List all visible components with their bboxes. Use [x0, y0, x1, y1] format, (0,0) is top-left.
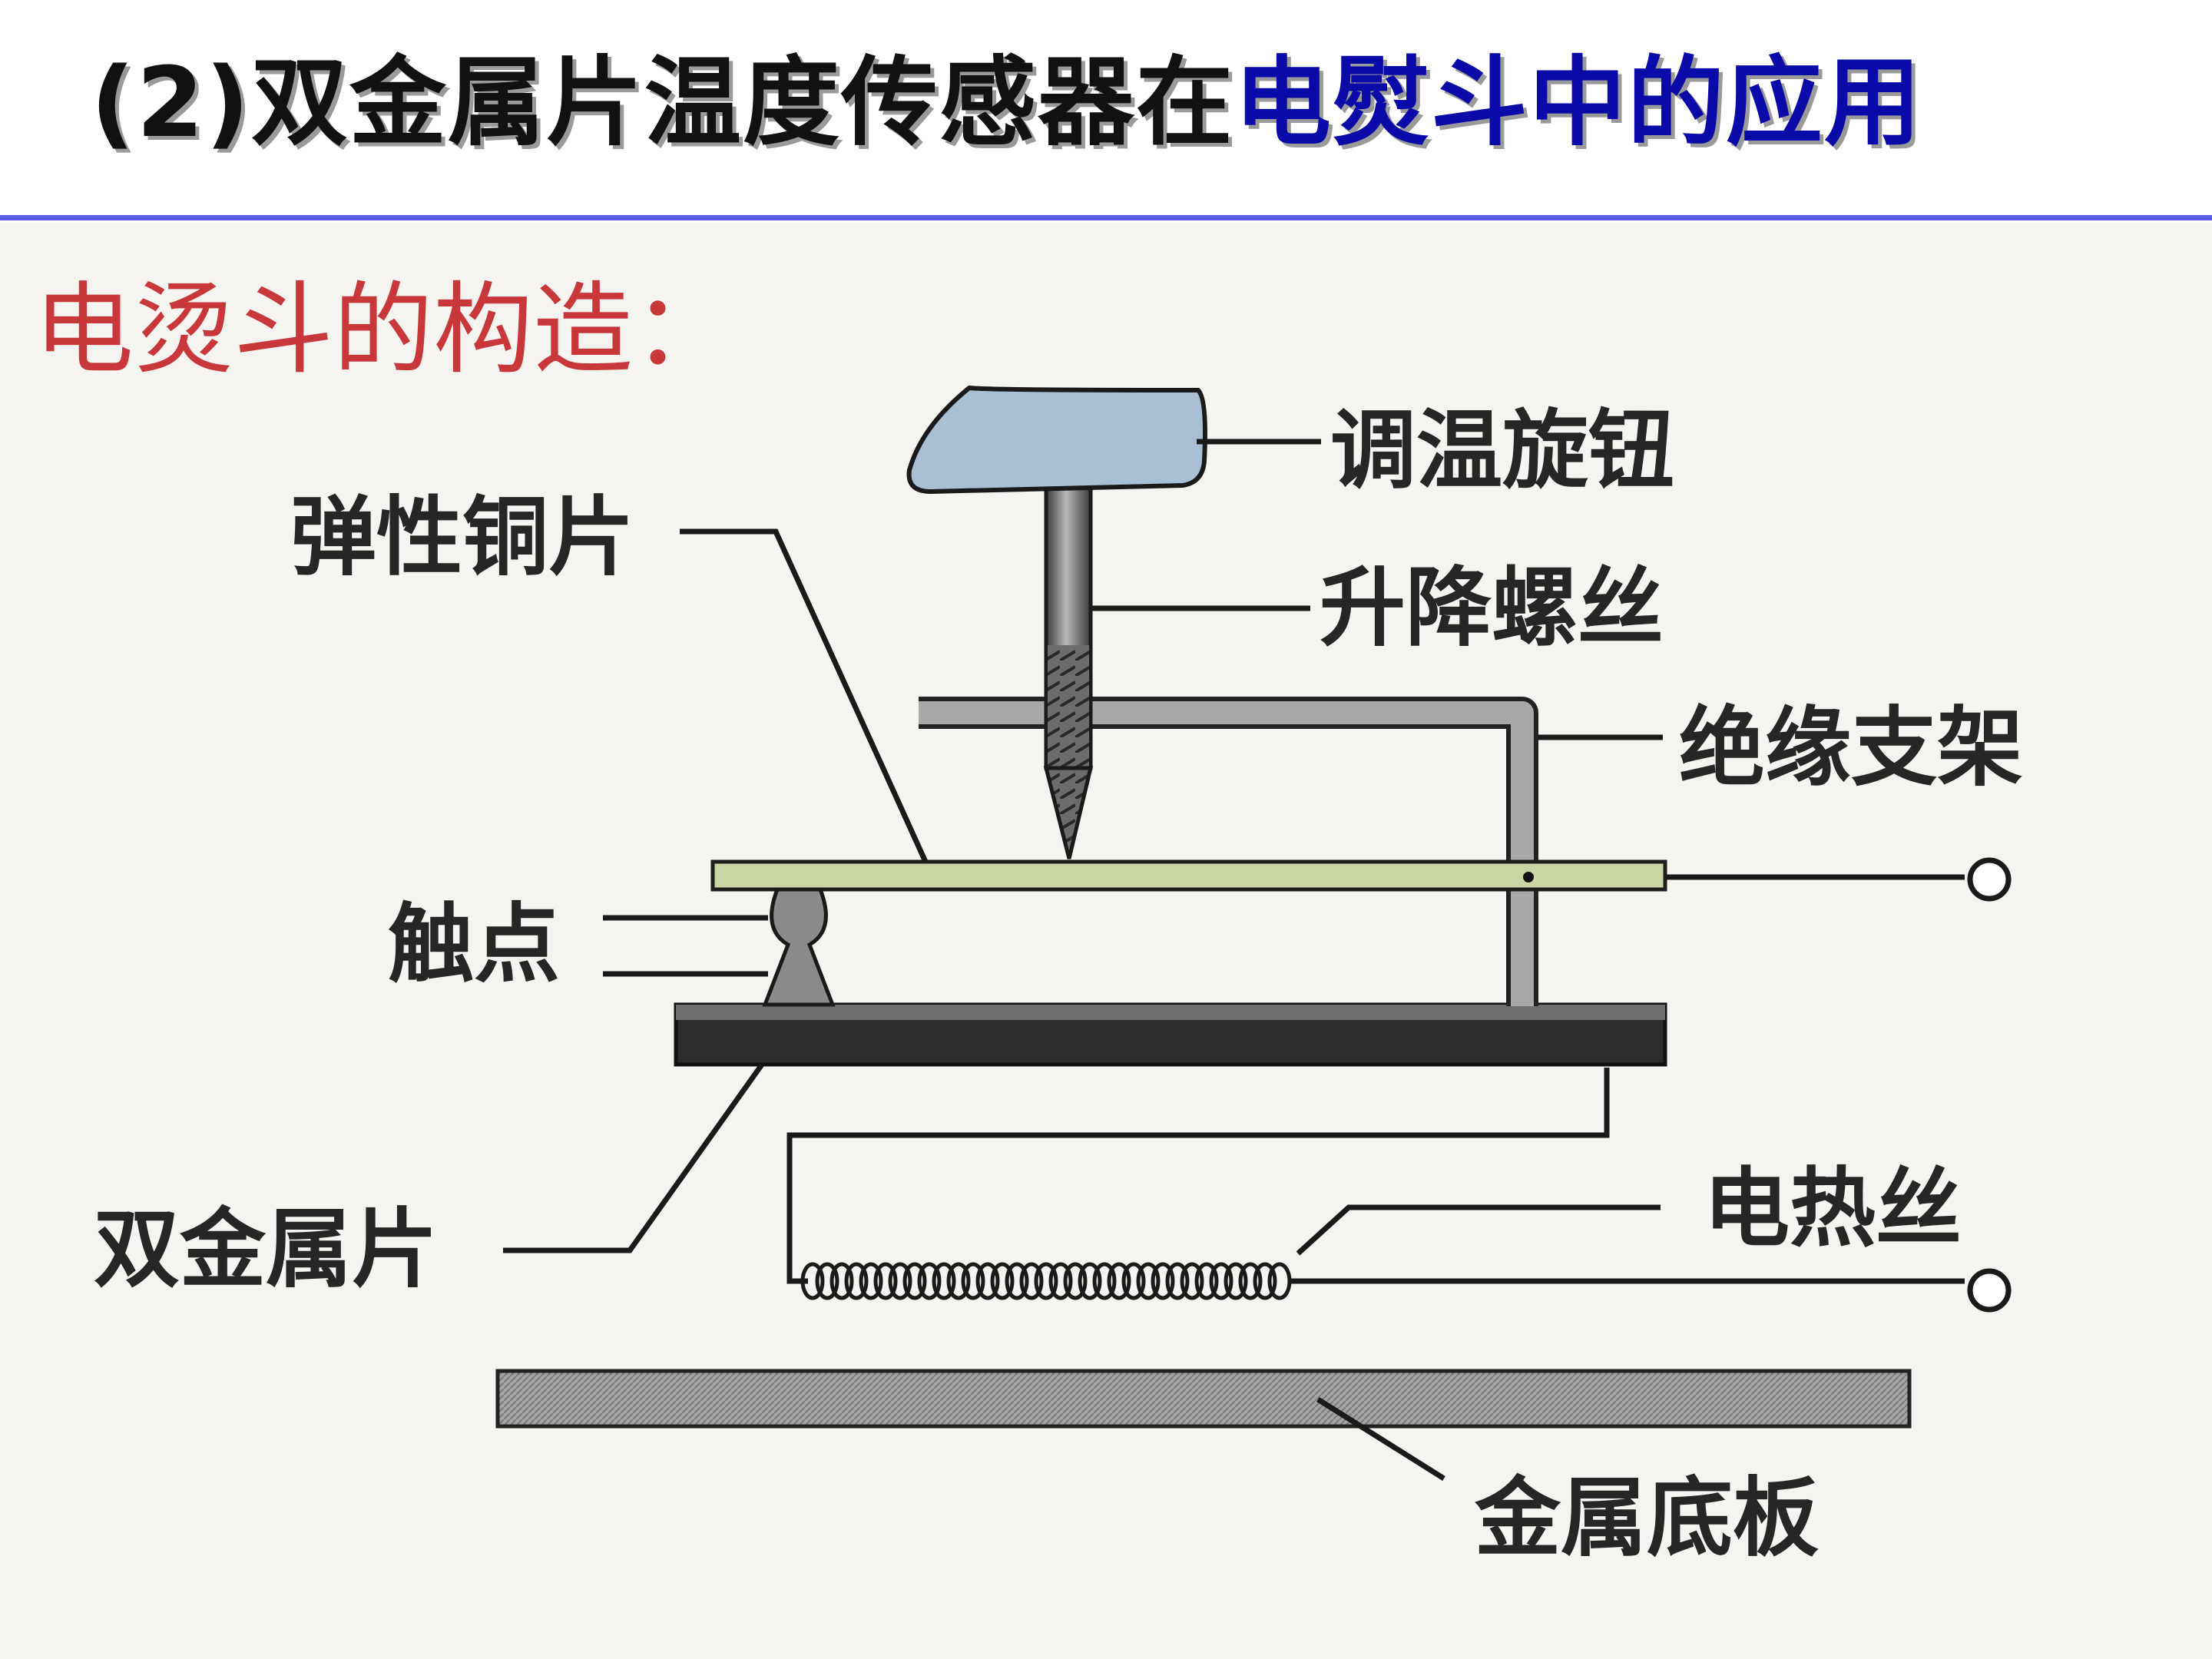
base-leader	[1316, 1397, 1445, 1481]
heater-coil	[800, 1262, 1292, 1300]
title-prefix: (2)双金属片温度传感器在	[91, 46, 1234, 159]
label-knob: 调温旋钮	[1330, 401, 1674, 501]
heater-coil-loop	[1019, 1262, 1044, 1300]
heater-coil-loop	[1121, 1262, 1146, 1300]
heater-coil-loop	[1136, 1262, 1161, 1300]
heater-coil-loop	[888, 1262, 912, 1300]
heater-coil-loop	[917, 1262, 942, 1300]
heater-coil-loop	[844, 1262, 869, 1300]
heater-lead-wire	[786, 1068, 1610, 1284]
label-contact: 触点	[388, 895, 560, 995]
terminal-bottom	[1967, 1268, 2012, 1313]
heater-coil-loop	[815, 1262, 839, 1300]
label-heater: 电热丝	[1704, 1159, 1962, 1259]
title-accent: 电熨斗中的应用	[1233, 46, 1922, 159]
heater-coil-loop	[859, 1262, 883, 1300]
heater-coil-loop	[946, 1262, 971, 1300]
label-spring-copper: 弹性铜片	[290, 488, 634, 588]
heater-coil-loop	[830, 1262, 854, 1300]
label-screw: 升降螺丝	[1320, 558, 1664, 658]
label-bimetal: 双金属片	[94, 1200, 438, 1300]
heater-coil-loop	[1194, 1262, 1219, 1300]
heater-coil-loop	[1165, 1262, 1190, 1300]
title-divider	[0, 215, 2212, 220]
heater-coil-loop	[1005, 1262, 1029, 1300]
heater-leader	[1296, 1204, 1661, 1256]
metal-base-plate	[495, 1369, 1912, 1429]
bracket-rivet	[1523, 872, 1534, 882]
insulating-bracket-arm	[919, 697, 1538, 1006]
label-base: 金属底板	[1474, 1469, 1819, 1568]
heater-coil-loop	[902, 1262, 927, 1300]
adjusting-screw-tip	[1043, 766, 1094, 859]
heater-coil-loop	[1267, 1262, 1292, 1300]
heater-coil-loop	[800, 1262, 825, 1300]
heater-coil-loop	[1209, 1262, 1233, 1300]
spring-copper-leader	[680, 528, 929, 863]
heater-coil-loop	[975, 1262, 1000, 1300]
heater-coil-loop	[932, 1262, 956, 1300]
bimetal-leader	[503, 1062, 764, 1253]
slide-title: (2)双金属片温度传感器在电熨斗中的应用	[91, 46, 1922, 159]
heater-coil-loop	[1078, 1262, 1102, 1300]
heater-coil-loop	[873, 1262, 898, 1300]
heater-coil-loop	[1063, 1262, 1088, 1300]
temperature-knob	[906, 385, 1207, 495]
terminal-top	[1967, 857, 2012, 902]
bimetal-strip-top-layer	[676, 1005, 1665, 1020]
heater-coil-loop	[1151, 1262, 1175, 1300]
heater-coil-loop	[1238, 1262, 1263, 1300]
insulating-bracket-arm-fill	[919, 701, 1534, 1006]
heater-coil-loop	[1253, 1262, 1277, 1300]
section-subtitle: 电烫斗的构造：	[34, 271, 733, 388]
label-bracket: 绝缘支架	[1679, 698, 2023, 798]
heater-coil-loop	[1034, 1262, 1058, 1300]
heater-coil-loop	[1092, 1262, 1117, 1300]
elastic-copper-strip	[710, 859, 1667, 892]
contact-point	[762, 887, 836, 1007]
adjusting-screw-thread	[1048, 645, 1089, 768]
heater-coil-loop	[1224, 1262, 1248, 1300]
heater-coil-loop	[1180, 1262, 1204, 1300]
heater-coil-loop	[1107, 1262, 1131, 1300]
heater-coil-loop	[961, 1262, 985, 1300]
heater-coil-loop	[990, 1262, 1015, 1300]
heater-coil-loop	[1048, 1262, 1073, 1300]
